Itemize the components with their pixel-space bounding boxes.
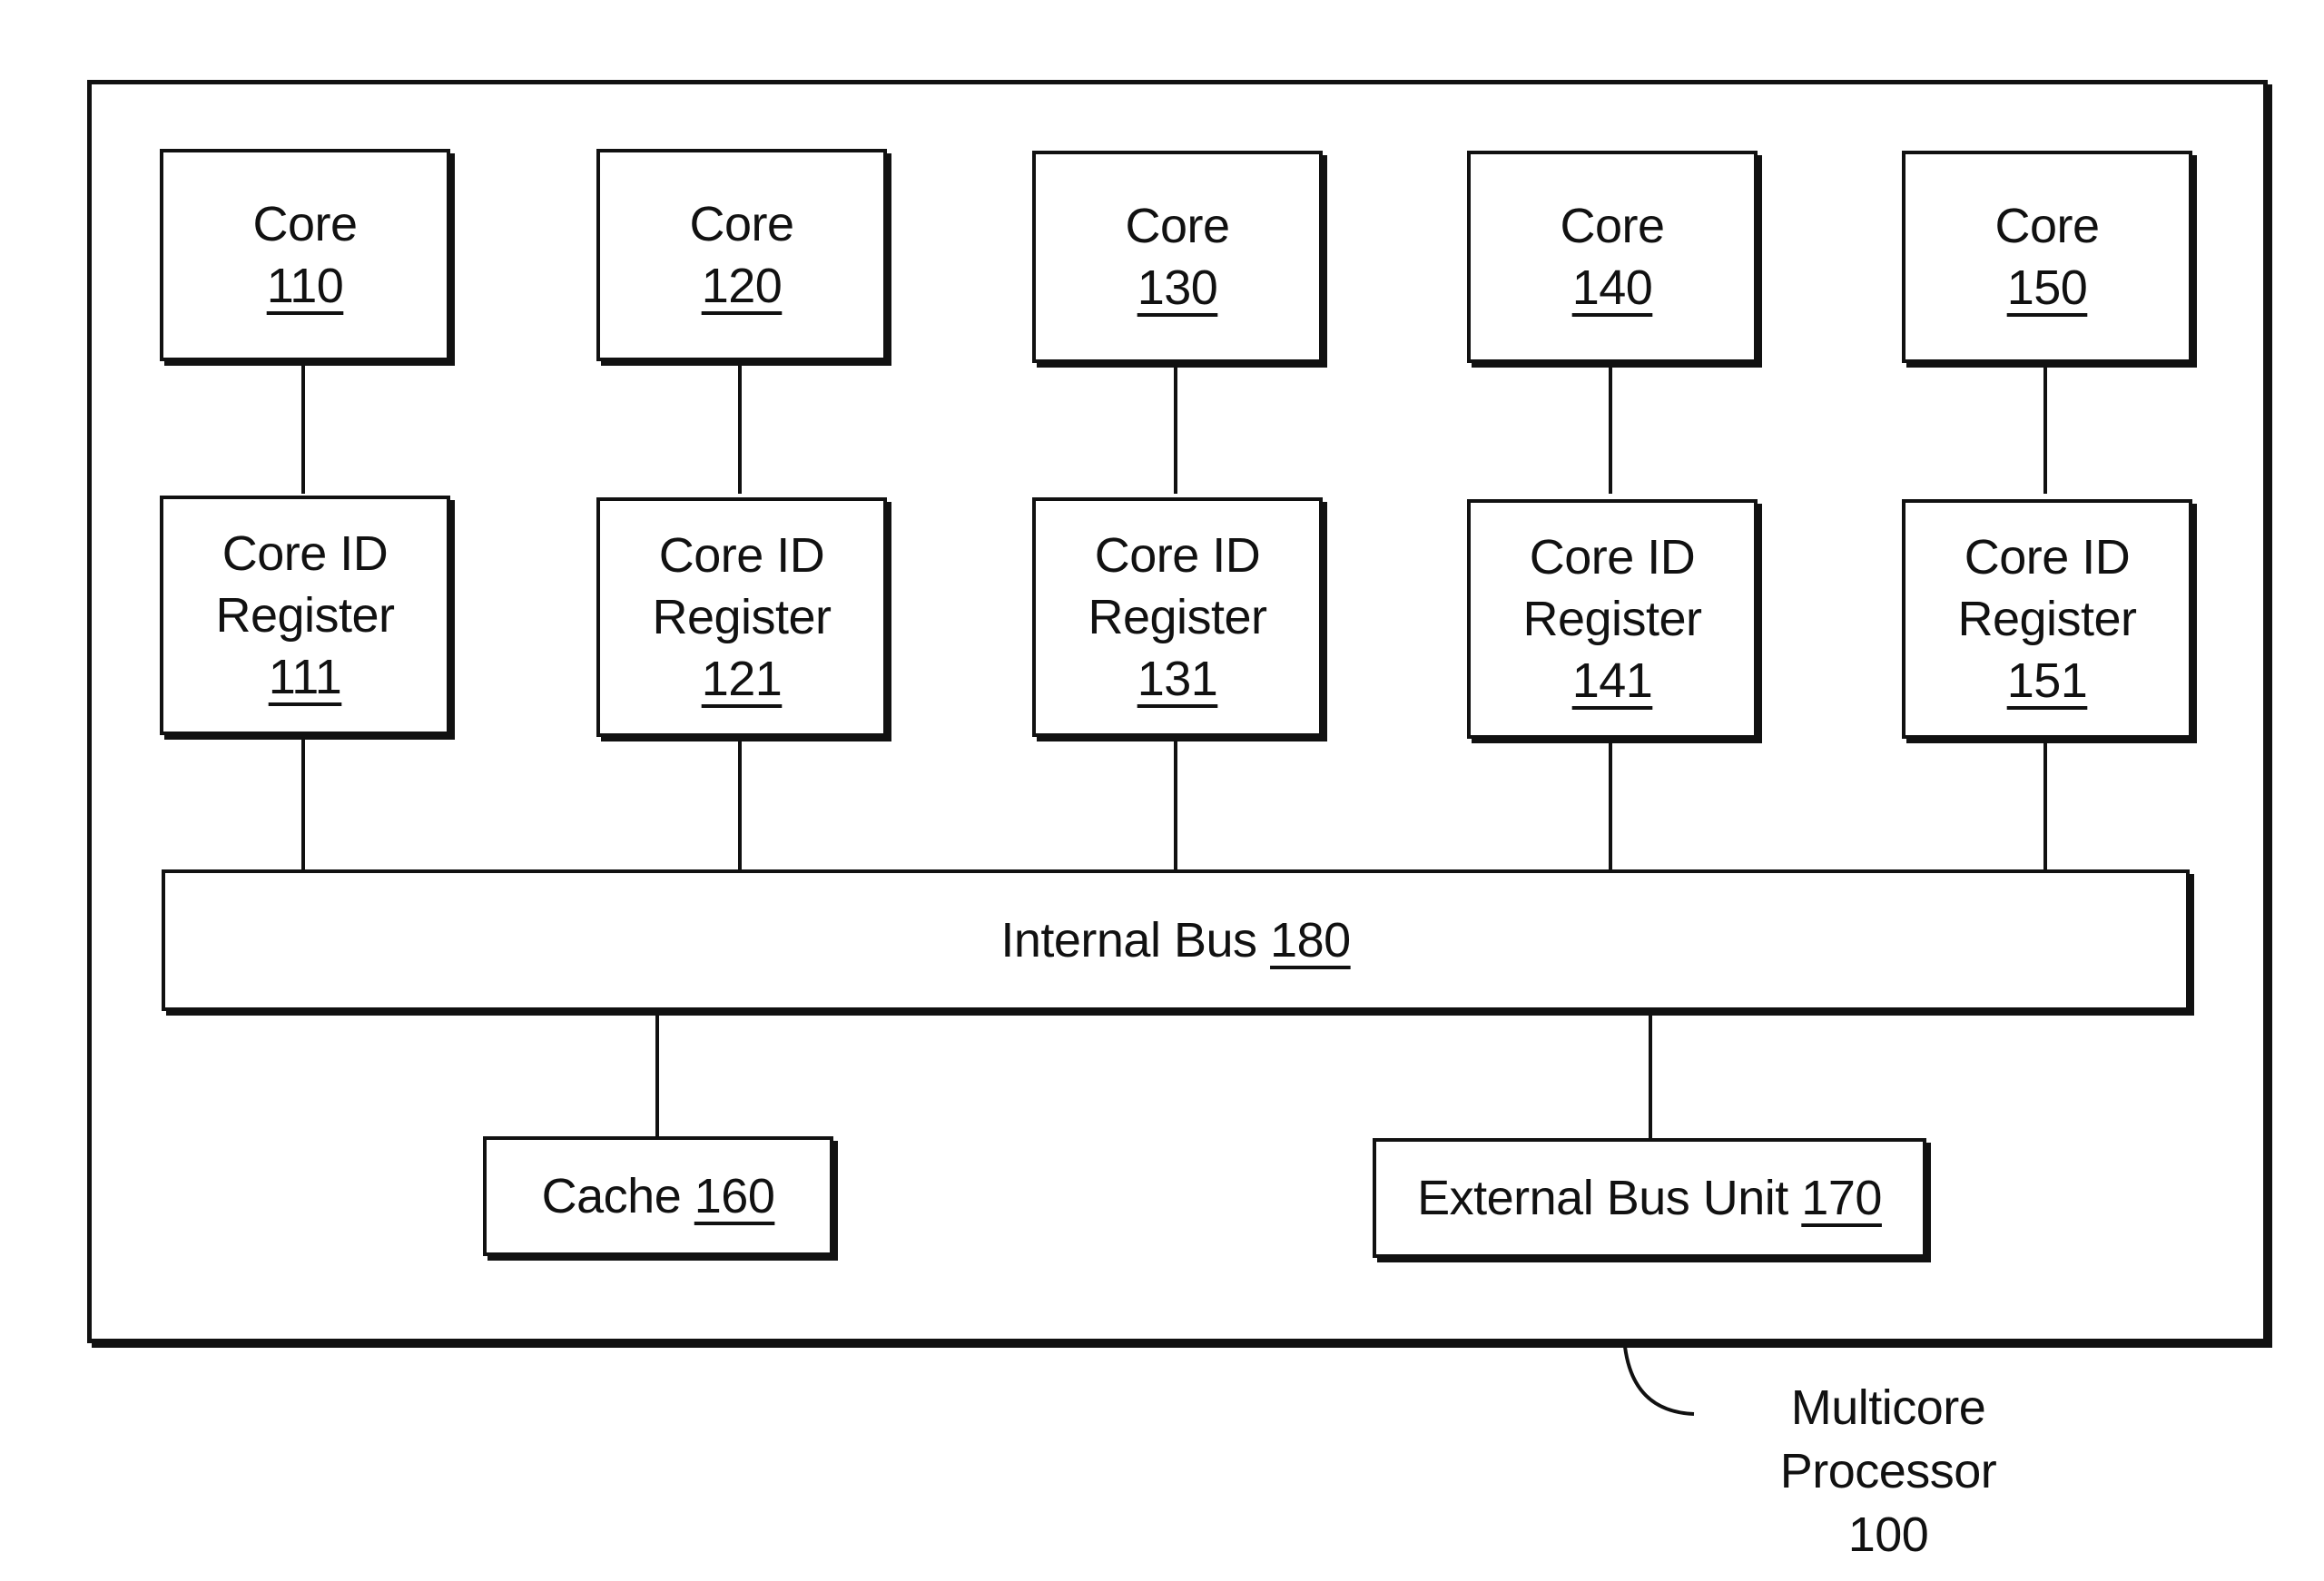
external-bus-unit-block: External Bus Unit 170 [1373,1138,1926,1258]
register-label: Register [1957,592,2137,646]
register-label: Register [1088,590,1267,644]
internal-bus-ref: 180 [1270,913,1351,967]
register-label: Register [215,588,395,643]
core-ref: 140 [1571,260,1653,315]
core-id-register-151-block: Core ID Register 151 [1902,499,2192,739]
register-ref: 111 [268,650,342,704]
core-id-register-111-block: Core ID Register 111 [160,496,450,735]
cache-label: Cache [541,1169,682,1223]
core-ref: 150 [2006,260,2088,315]
register-label: Core ID [1094,528,1261,583]
register-label: Register [652,590,832,644]
register-label: Register [1522,592,1702,646]
multicore-processor-boundary [87,80,2268,1343]
core-ref: 110 [266,259,344,313]
core-id-register-141-block: Core ID Register 141 [1467,499,1758,739]
core-label: Core [1125,199,1230,253]
processor-ref: 100 [1847,1507,1929,1562]
external-bus-unit-ref: 170 [1801,1171,1882,1225]
core-id-register-131-block: Core ID Register 131 [1032,497,1323,737]
register-label: Core ID [222,526,389,581]
external-bus-unit-label: External Bus Unit [1417,1171,1788,1225]
core-150-block: Core 150 [1902,151,2192,363]
core-120-block: Core 120 [596,149,887,361]
register-label: Core ID [1529,530,1696,584]
register-label: Core ID [658,528,825,583]
register-label: Core ID [1964,530,2131,584]
caption-leader [1623,1346,1695,1416]
core-ref: 130 [1137,260,1218,315]
register-ref: 131 [1137,652,1218,706]
internal-bus-block: Internal Bus 180 [162,869,2190,1011]
register-ref: 151 [2006,653,2088,708]
processor-caption: Multicore Processor 100 [1689,1376,2088,1566]
cache-ref: 160 [694,1169,775,1223]
core-130-block: Core 130 [1032,151,1323,363]
internal-bus-label: Internal Bus [1000,913,1257,967]
core-label: Core [252,197,358,251]
processor-label: Multicore Processor [1779,1380,1997,1498]
core-label: Core [1560,199,1665,253]
core-140-block: Core 140 [1467,151,1758,363]
cache-block: Cache 160 [483,1136,833,1256]
core-label: Core [689,197,794,251]
register-ref: 121 [701,652,783,706]
core-label: Core [1994,199,2100,253]
core-110-block: Core 110 [160,149,450,361]
core-ref: 120 [701,259,783,313]
register-ref: 141 [1571,653,1653,708]
core-id-register-121-block: Core ID Register 121 [596,497,887,737]
